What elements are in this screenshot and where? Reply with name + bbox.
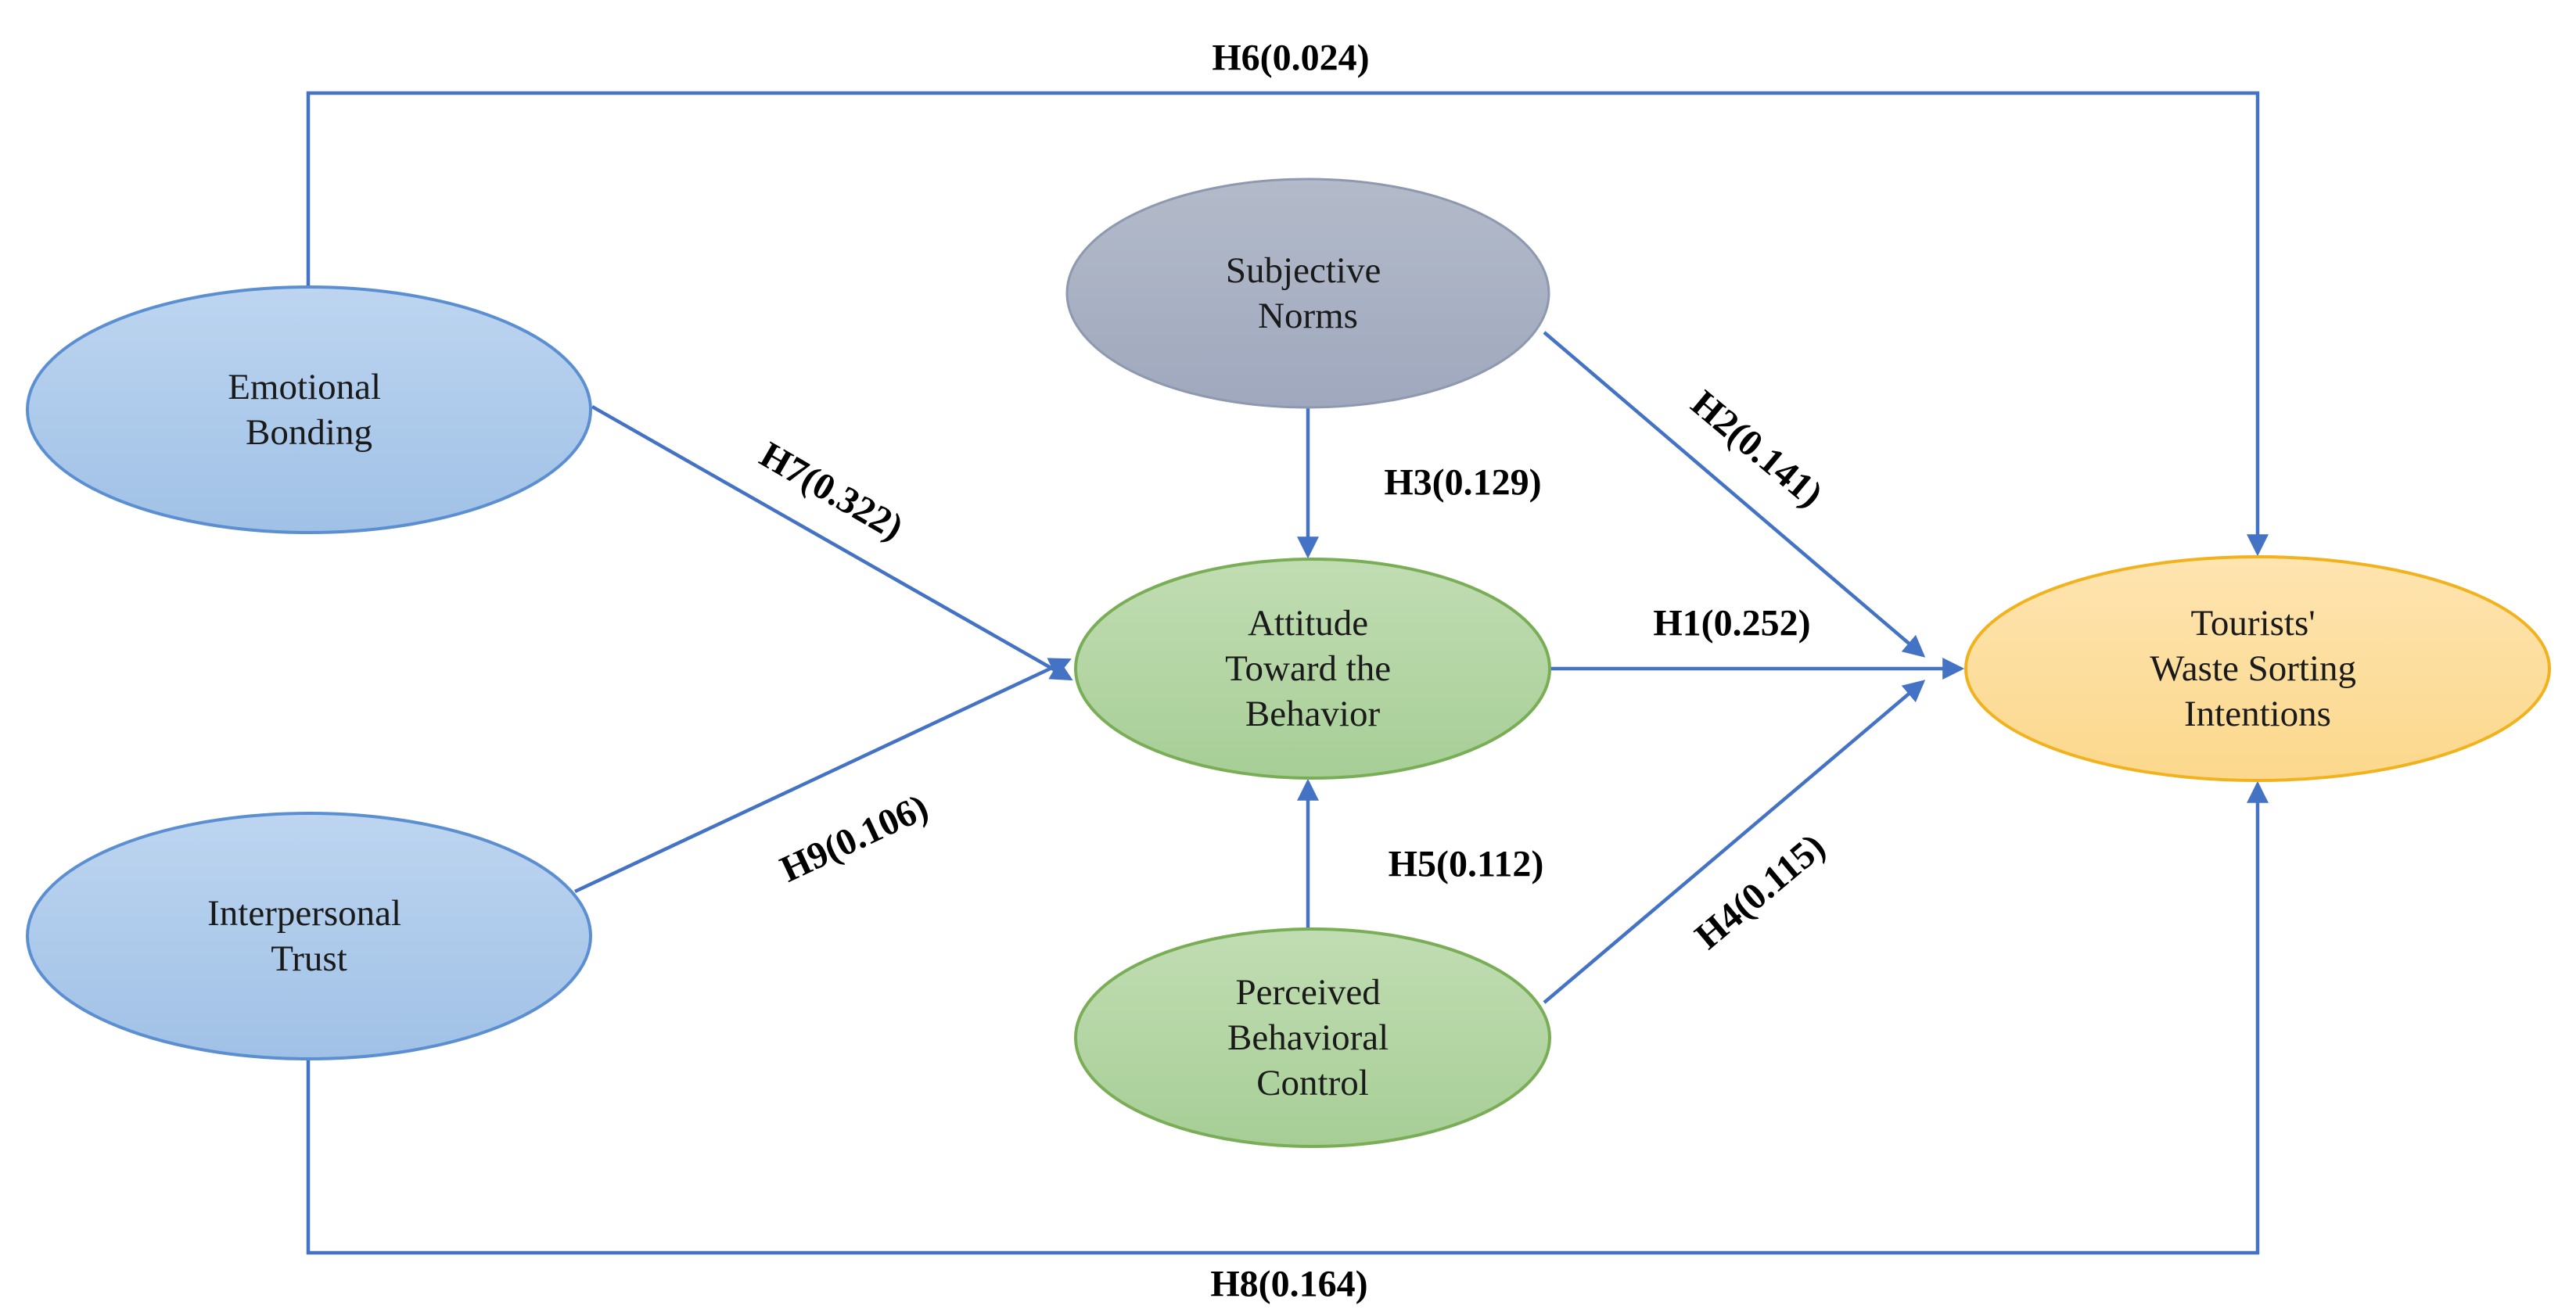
perceived-line2: Behavioral [1227,1017,1389,1058]
edge-label-h2: H2(0.141) [1683,382,1831,515]
edge-label-h7: H7(0.322) [753,434,911,549]
tourists-waste-sorting-intentions-label: Tourists' Waste Sorting Intentions [2150,591,2366,734]
emotional-bonding-line1: Emotional [228,367,381,407]
edge-label-h1: H1(0.252) [1653,603,1810,644]
node-attitude-toward-the-behavior: Attitude Toward the Behavior [1074,558,1551,780]
interpersonal-trust-label: Interpersonal Trust [207,881,411,979]
edge-label-h5: H5(0.112) [1389,844,1544,885]
node-emotional-bonding: Emotional Bonding [26,285,592,534]
arrow-h4 [1543,680,1926,1004]
node-interpersonal-trust: Interpersonal Trust [26,812,592,1060]
edge-label-h8: H8(0.164) [1210,1264,1367,1305]
tourists-line2: Waste Sorting [2150,648,2356,689]
node-tourists-waste-sorting-intentions: Tourists' Waste Sorting Intentions [1964,555,2551,782]
node-perceived-behavioral-control: Perceived Behavioral Control [1074,927,1551,1148]
attitude-line2: Toward the [1225,648,1391,689]
interpersonal-trust-ellipse [26,812,592,1060]
perceived-line3: Control [1256,1063,1369,1103]
subjective-norms-ellipse [1065,178,1550,409]
attitude-ellipse [1074,558,1551,780]
perceived-behavioral-control-ellipse [1074,927,1551,1148]
edge-label-h3: H3(0.129) [1384,462,1541,504]
perceived-line1: Perceived [1235,972,1380,1013]
edge-label-h9: H9(0.106) [774,786,935,890]
subjective-norms-line1: Subjective [1226,250,1381,291]
arrow-h2 [1543,331,1926,658]
attitude-line1: Attitude [1248,603,1368,644]
edge-label-h6: H6(0.024) [1212,38,1369,79]
subjective-norms-line2: Norms [1258,296,1358,336]
subjective-norms-label: Subjective Norms [1226,239,1390,336]
interpersonal-trust-line2: Trust [271,938,347,979]
arrow-h8 [306,780,2269,1255]
attitude-line3: Behavior [1245,694,1381,734]
tourists-line1: Tourists' [2191,603,2316,644]
emotional-bonding-ellipse [26,285,592,534]
tourists-line3: Intentions [2184,694,2331,734]
arrow-h7 [591,405,1073,681]
arrow-h6 [306,91,2269,557]
tourists-waste-sorting-intentions-ellipse [1964,555,2551,782]
edge-label-h4: H4(0.115) [1687,826,1833,957]
arrows-layer [306,91,2269,1255]
arrow-h9 [574,658,1072,894]
emotional-bonding-label: Emotional Bonding [228,355,390,453]
attitude-label: Attitude Toward the Behavior [1225,591,1400,734]
node-subjective-norms: Subjective Norms [1065,178,1550,409]
interpersonal-trust-line1: Interpersonal [207,893,401,934]
perceived-behavioral-control-label: Perceived Behavioral Control [1227,960,1398,1103]
emotional-bonding-line2: Bonding [246,412,372,453]
